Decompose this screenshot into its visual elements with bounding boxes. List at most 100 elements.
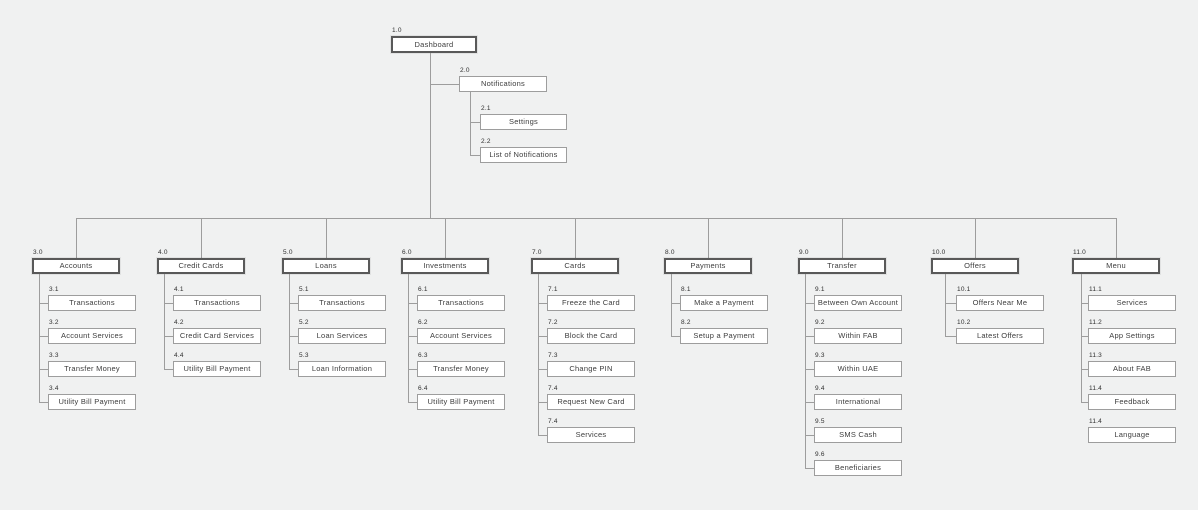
- node-number-label: 4.4: [174, 352, 184, 359]
- node-number-label: 3.1: [49, 286, 59, 293]
- node-make-a-payment: Make a Payment: [680, 295, 768, 311]
- node-number-label: 6.3: [418, 352, 428, 359]
- node-freeze-the-card: Freeze the Card: [547, 295, 635, 311]
- node-request-new-card: Request New Card: [547, 394, 635, 410]
- node-transfer: Transfer: [798, 258, 886, 274]
- node-about-fab: About FAB: [1088, 361, 1176, 377]
- node-within-uae: Within UAE: [814, 361, 902, 377]
- connector-line: [408, 274, 409, 402]
- connector-line: [164, 303, 173, 304]
- node-number-label: 7.3: [548, 352, 558, 359]
- connector-line: [1116, 218, 1117, 258]
- connector-line: [805, 274, 806, 468]
- connector-line: [289, 274, 290, 369]
- node-services: Services: [547, 427, 635, 443]
- connector-line: [538, 274, 539, 435]
- node-number-label: 11.0: [1073, 249, 1086, 256]
- node-dashboard: Dashboard: [391, 36, 477, 53]
- connector-line: [1081, 336, 1088, 337]
- node-number-label: 6.0: [402, 249, 412, 256]
- node-number-label: 3.0: [33, 249, 43, 256]
- node-transfer-money: Transfer Money: [48, 361, 136, 377]
- node-transactions: Transactions: [417, 295, 505, 311]
- node-international: International: [814, 394, 902, 410]
- node-loans: Loans: [282, 258, 370, 274]
- connector-line: [805, 402, 814, 403]
- connector-line: [575, 218, 576, 258]
- node-loan-services: Loan Services: [298, 328, 386, 344]
- connector-line: [408, 336, 417, 337]
- node-transfer-money: Transfer Money: [417, 361, 505, 377]
- node-number-label: 11.3: [1089, 352, 1102, 359]
- connector-line: [164, 274, 165, 369]
- node-between-own-account: Between Own Account: [814, 295, 902, 311]
- node-investments: Investments: [401, 258, 489, 274]
- connector-line: [805, 468, 814, 469]
- node-number-label: 3.4: [49, 385, 59, 392]
- node-settings: Settings: [480, 114, 567, 130]
- node-number-label: 9.5: [815, 418, 825, 425]
- connector-line: [76, 218, 77, 258]
- node-number-label: 7.4: [548, 385, 558, 392]
- connector-line: [945, 303, 956, 304]
- node-accounts: Accounts: [32, 258, 120, 274]
- connector-line: [430, 53, 431, 218]
- node-transactions: Transactions: [48, 295, 136, 311]
- node-menu: Menu: [1072, 258, 1160, 274]
- connector-line: [1081, 274, 1082, 402]
- connector-line: [408, 402, 417, 403]
- node-app-settings: App Settings: [1088, 328, 1176, 344]
- node-transactions: Transactions: [173, 295, 261, 311]
- connector-line: [671, 274, 672, 336]
- node-number-label: 4.2: [174, 319, 184, 326]
- connector-line: [289, 303, 298, 304]
- node-offers-near-me: Offers Near Me: [956, 295, 1044, 311]
- node-number-label: 11.4: [1089, 418, 1102, 425]
- node-loan-information: Loan Information: [298, 361, 386, 377]
- connector-line: [326, 218, 327, 258]
- connector-line: [1081, 369, 1088, 370]
- node-beneficiaries: Beneficiaries: [814, 460, 902, 476]
- connector-line: [470, 122, 480, 123]
- node-block-the-card: Block the Card: [547, 328, 635, 344]
- node-feedback: Feedback: [1088, 394, 1176, 410]
- connector-line: [671, 336, 680, 337]
- connector-line: [538, 303, 547, 304]
- node-list-of-notifications: List of Notifications: [480, 147, 567, 163]
- node-number-label: 9.1: [815, 286, 825, 293]
- connector-line: [842, 218, 843, 258]
- node-number-label: 10.1: [957, 286, 971, 293]
- connector-line: [538, 369, 547, 370]
- node-within-fab: Within FAB: [814, 328, 902, 344]
- connector-line: [805, 303, 814, 304]
- node-services: Services: [1088, 295, 1176, 311]
- node-number-label: 8.1: [681, 286, 691, 293]
- connector-line: [671, 303, 680, 304]
- connector-line: [76, 218, 1116, 219]
- node-number-label: 7.0: [532, 249, 542, 256]
- connector-line: [430, 84, 459, 85]
- node-number-label: 11.2: [1089, 319, 1102, 326]
- node-number-label: 5.2: [299, 319, 309, 326]
- node-number-label: 9.3: [815, 352, 825, 359]
- connector-line: [1081, 402, 1088, 403]
- connector-line: [39, 369, 48, 370]
- node-number-label: 11.1: [1089, 286, 1102, 293]
- node-utility-bill-payment: Utility Bill Payment: [173, 361, 261, 377]
- connector-line: [805, 435, 814, 436]
- node-account-services: Account Services: [48, 328, 136, 344]
- connector-line: [445, 218, 446, 258]
- connector-line: [201, 218, 202, 258]
- connector-line: [289, 336, 298, 337]
- node-language: Language: [1088, 427, 1176, 443]
- node-transactions: Transactions: [298, 295, 386, 311]
- node-number-label: 7.1: [548, 286, 558, 293]
- connector-line: [1081, 303, 1088, 304]
- node-number-label: 10.2: [957, 319, 971, 326]
- node-credit-card-services: Credit Card Services: [173, 328, 261, 344]
- connector-line: [975, 218, 976, 258]
- connector-line: [470, 92, 471, 155]
- node-number-label: 6.1: [418, 286, 428, 293]
- node-number-label: 2.0: [460, 67, 470, 74]
